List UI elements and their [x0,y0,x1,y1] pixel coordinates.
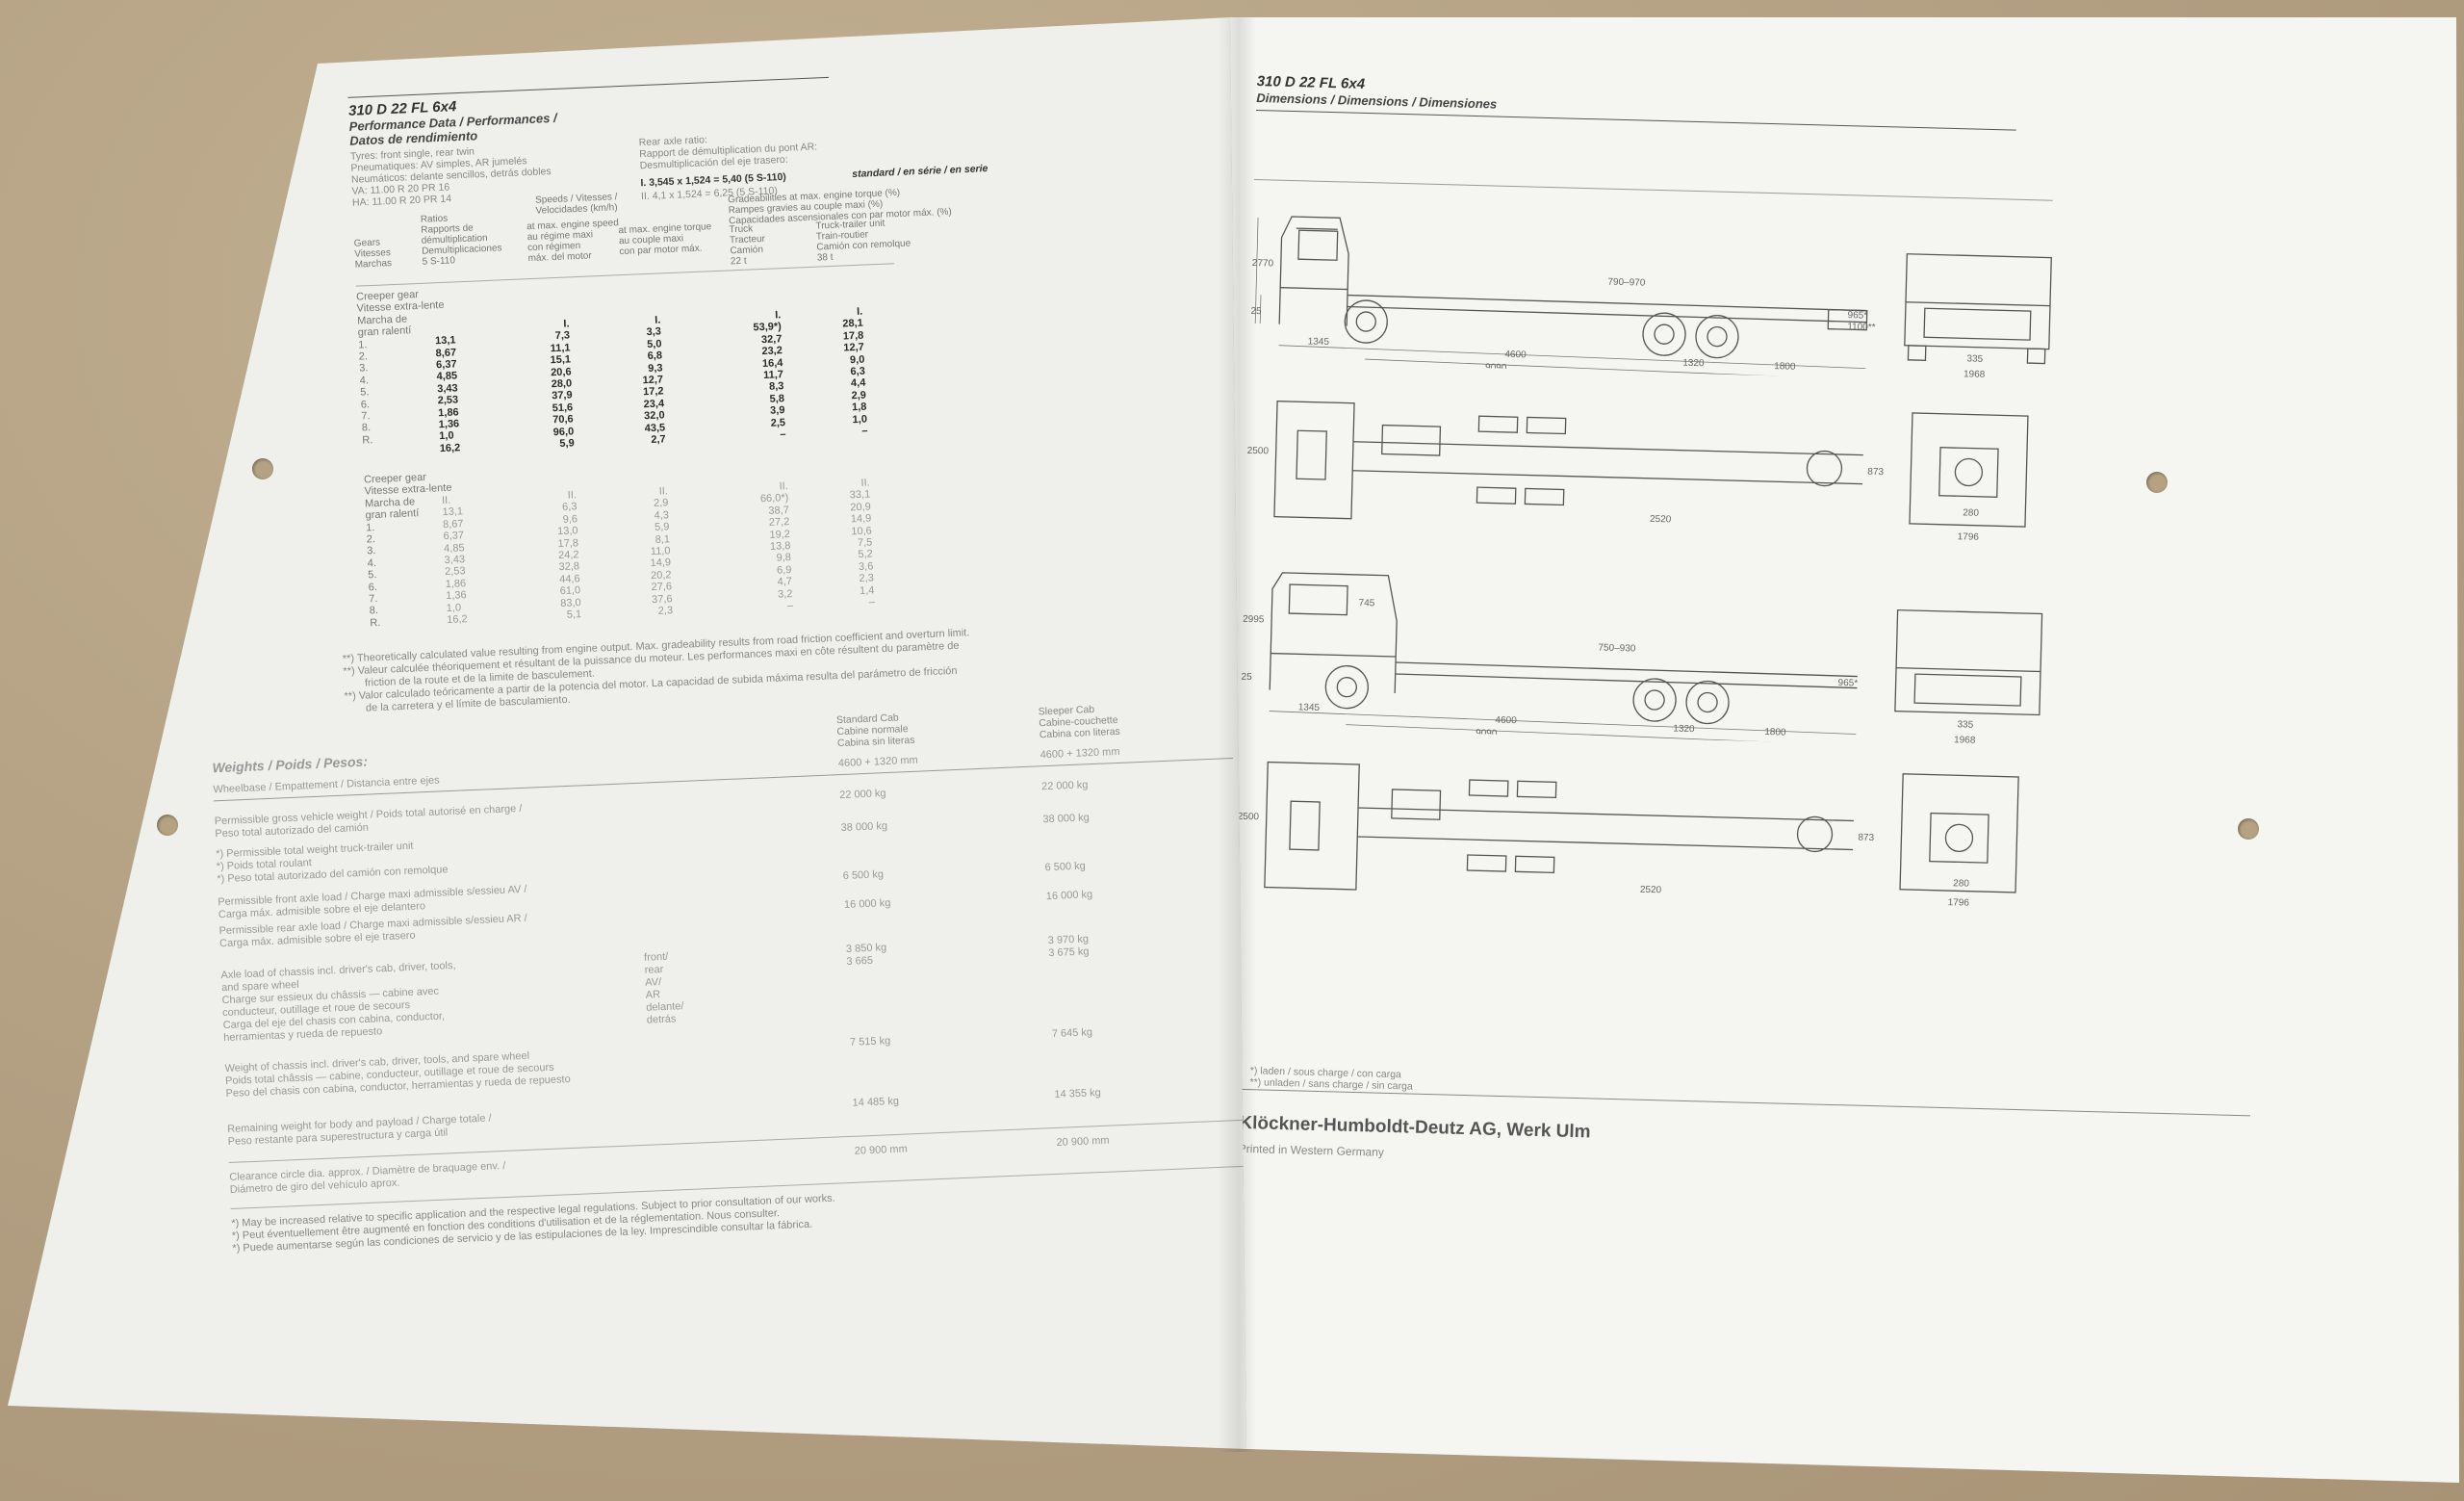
punch-hole [252,458,273,479]
dim-fifth-wheel: 790–970 [1607,277,1646,289]
dim-rear-overhang-sleeper: 1800 [1764,727,1786,738]
dim-overall-sleeper: 9090 [1476,728,1498,739]
dimensions-model: 310 D 22 FL 6x4 [1256,73,1366,92]
dim-wheelbase: 4600 [1504,349,1527,361]
top-view-standard-cab: 2500 873 2520 280 1796 [1247,401,2029,543]
punch-hole [2146,472,2168,493]
ratio-standard: standard / en série / en serie [852,163,988,180]
dim-axle-width: 1796 [1957,531,1979,543]
dim-track: 335 [1966,353,1983,364]
dim-frame-height: 965* [1847,310,1867,322]
dim-frame-sleeper: 25 [1241,672,1252,683]
dim-frame-height-sleeper: 965* [1837,678,1858,689]
speeds-header: Speeds / Vitesses /Velocidades (km/h) [534,192,618,217]
dim-height: 2770 [1252,258,1274,270]
dim-height-sleeper: 2995 [1243,614,1265,626]
dim-fifth-wheel-sleeper: 750–930 [1598,642,1636,654]
dim-rear-length: 2520 [1650,514,1672,526]
punch-hole [2238,818,2259,840]
right-page-content: 310 D 22 FL 6x4 Dimensions / Dimensions … [1230,73,2393,1469]
dim-frame-height-unladen: 1100** [1847,322,1876,333]
rear-axle-ratio: Rear axle ratio:Rapport de démultiplicat… [638,134,818,172]
punch-hole [157,815,178,836]
dim-width-sleeper: 1968 [1954,735,1976,746]
dim-track-sleeper: 335 [1957,719,1973,730]
dim-overall: 9090 [1485,362,1507,374]
dim-frame-width: 873 [1867,467,1884,478]
dimensions-title: Dimensions / Dimensions / Dimensiones [1256,90,1498,112]
page-fold [1218,17,1256,1452]
dim-overhang-sleeper: 1345 [1298,702,1321,713]
side-view-standard-cab: 2770 25 1345 4600 1320 1800 9090 790–970… [1250,216,2052,381]
dim-wheelbase-sleeper: 4600 [1495,715,1517,727]
gradeability-footnotes: **) Theoretically calculated value resul… [342,627,970,714]
weights-title: Weights / Poids / Pesos: [212,753,369,776]
company-name: Klöckner-Humboldt-Deutz AG, Werk Ulm [1239,1112,1591,1143]
printed-in: Printed in Western Germany [1238,1141,1385,1159]
dim-spring-sleeper: 280 [1953,878,1969,889]
dim-rear-length-sleeper: 2520 [1640,885,1662,896]
dimensions-legend: *) laden / sous charge / con carga**) un… [1249,1065,1413,1093]
top-view-sleeper-cab: 2500 873 2520 280 1796 [1238,761,2019,909]
bottom-footnotes: *) May be increased relative to specific… [231,1192,835,1255]
dim-frame-width-sleeper: 873 [1858,833,1874,843]
side-view-sleeper-cab: 2995 25 745 1345 4600 1320 1800 9090 750… [1241,572,2043,746]
dim-tandem-sleeper: 1320 [1673,724,1695,736]
dim-axle-width-sleeper: 1796 [1948,897,1970,909]
dim-spring: 280 [1963,507,1979,518]
dim-cab-width-sleeper: 2500 [1238,812,1260,823]
dim-rear-overhang: 1800 [1774,361,1796,373]
dim-sleeper: 745 [1358,598,1374,608]
dim-frame: 25 [1250,306,1262,317]
dim-cab-width: 2500 [1247,446,1270,457]
dim-tandem: 1320 [1682,358,1705,370]
left-page-content: 310 D 22 FL 6x4 Performance Data / Perfo… [183,25,1246,1376]
dim-width: 1968 [1964,369,1986,380]
dim-overhang: 1345 [1308,336,1330,348]
